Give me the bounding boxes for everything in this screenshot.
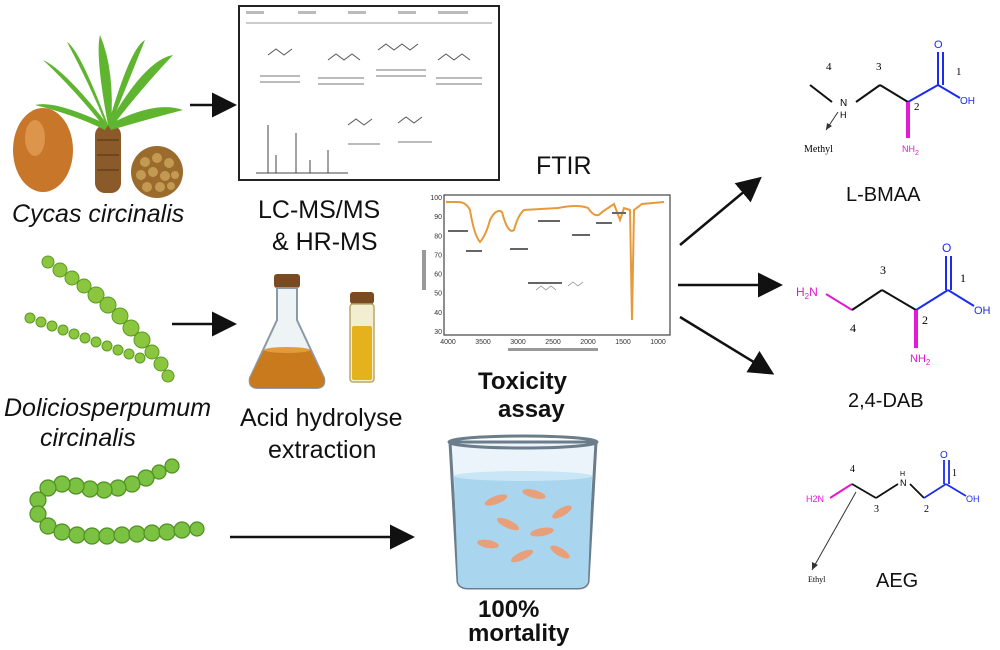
- dab-h2n: H2N: [796, 285, 818, 301]
- ftir-x-tick-label: 1500: [615, 339, 631, 346]
- aeg-num-3: 3: [874, 504, 879, 515]
- aeg-h2n: H2N: [806, 494, 824, 504]
- ftir-x-tick-label: 2500: [545, 339, 561, 346]
- acid-hydrolysis-flasks: [248, 274, 375, 389]
- beaker-with-larvae: [447, 434, 599, 590]
- toxicity-label-line2: assay: [498, 396, 565, 423]
- aeg-num-2: 2: [924, 504, 929, 515]
- bmaa-name: L-BMAA: [846, 184, 921, 206]
- dab-structure: 3 4 2 1 O OH H2N NH2: [796, 241, 991, 367]
- aeg-h: H: [900, 471, 905, 478]
- vial-icon: [349, 292, 375, 383]
- cycas-illustration: [13, 35, 183, 198]
- doliciosperpumum-label-line1: Doliciosperpumum: [4, 394, 212, 422]
- dab-num-3: 3: [880, 263, 886, 277]
- aeg-ethyl-note: Ethyl: [808, 575, 826, 584]
- bmaa-o: O: [934, 39, 943, 51]
- ftir-x-tick-label: 2000: [580, 339, 596, 346]
- bmaa-n: N: [840, 98, 847, 109]
- ftir-y-tick-label: 60: [434, 272, 442, 279]
- cycas-label: Cycas circinalis: [12, 200, 185, 228]
- dab-num-2: 2: [922, 313, 928, 327]
- ftir-y-tick-label: 50: [434, 291, 442, 298]
- mortality-percent: 100%: [478, 596, 540, 623]
- ftir-y-tick-label: 90: [434, 214, 442, 221]
- ftir-y-tick-label: 40: [434, 310, 442, 317]
- arrow-ftir-to-aeg: [679, 315, 775, 375]
- ftir-x-tick-label: 3500: [475, 339, 491, 346]
- bmaa-nh2: NH2: [902, 144, 919, 157]
- lcms-label-line2: & HR-MS: [272, 228, 378, 256]
- dab-num-4: 4: [850, 321, 856, 335]
- mortality-label: mortality: [468, 620, 570, 647]
- ftir-x-tick-label: 1000: [650, 339, 666, 346]
- bmaa-num-3: 3: [876, 61, 882, 73]
- aeg-n: N: [900, 478, 907, 488]
- lcms-label-line1: LC-MS/MS: [258, 196, 381, 224]
- aeg-num-1: 1: [952, 468, 957, 479]
- bmaa-methyl-note: Methyl: [804, 144, 833, 155]
- arrow-ftir-to-bmaa: [679, 176, 762, 246]
- ftir-y-tick-label: 80: [434, 233, 442, 240]
- ftir-title: FTIR: [536, 152, 592, 180]
- dab-o: O: [942, 241, 951, 255]
- dab-num-1: 1: [960, 271, 966, 285]
- ftir-y-tick-label: 70: [434, 252, 442, 259]
- bmaa-structure: 4 3 2 1 O OH N H NH2 Methyl: [804, 39, 975, 157]
- toxicity-label-line1: Toxicity: [478, 368, 567, 395]
- aeg-oh: OH: [966, 494, 980, 504]
- acid-label-line2: extraction: [268, 436, 377, 464]
- dab-nh2: NH2: [910, 353, 931, 367]
- ftir-spectrum-chart: 100 90 80 70 60 50 40 30 4000 3500 3000 2500 2000 15…: [422, 194, 671, 351]
- ftir-y-tick-label: 30: [434, 329, 442, 336]
- bmaa-num-2: 2: [914, 101, 920, 113]
- lcms-report-thumbnail: [238, 5, 500, 181]
- cycas-palm-icon: [35, 35, 183, 193]
- aeg-structure: 4 3 2 1 O OH N H H2N Ethyl: [806, 450, 980, 584]
- acid-label-line1: Acid hydrolyse: [240, 404, 403, 432]
- aeg-name: AEG: [876, 570, 919, 592]
- ftir-spectrum-line: [446, 201, 665, 321]
- aeg-o: O: [940, 450, 948, 461]
- ftir-y-tick-label: 100: [430, 195, 442, 202]
- bmaa-num-4: 4: [826, 61, 832, 73]
- dab-name: 2,4-DAB: [848, 390, 924, 412]
- doliciosperpumum-label-line2: circinalis: [40, 424, 136, 452]
- bmaa-h: H: [840, 110, 847, 120]
- brine-shrimp-larvae-icon: [477, 489, 572, 563]
- aeg-num-4: 4: [850, 464, 855, 475]
- ftir-x-tick-label: 4000: [440, 339, 456, 346]
- doliciosperpumum-filaments: [24, 255, 175, 383]
- erlenmeyer-flask-icon: [248, 274, 326, 389]
- bmaa-num-1: 1: [956, 66, 962, 78]
- filament-chain: [29, 458, 205, 545]
- dab-oh: OH: [974, 305, 991, 317]
- cycas-cone-icon: [131, 146, 183, 198]
- bmaa-oh: OH: [960, 96, 975, 107]
- ftir-x-ticks: 4000 3500 3000 2500 2000 1500 1000: [440, 339, 666, 346]
- ftir-y-ticks: 100 90 80 70 60 50 40 30: [430, 195, 442, 336]
- ftir-x-tick-label: 3000: [510, 339, 526, 346]
